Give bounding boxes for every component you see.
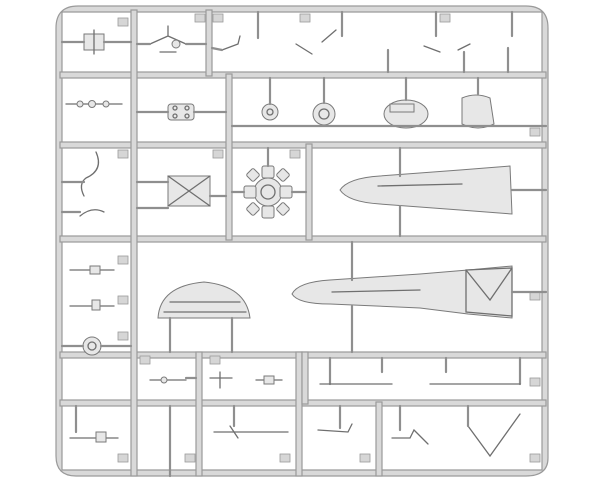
row1-parts xyxy=(60,10,514,74)
row3-parts xyxy=(60,146,548,238)
part-number-tags xyxy=(117,13,541,463)
outer-frame-rail xyxy=(55,5,549,477)
row4-parts xyxy=(60,240,548,356)
row5-parts xyxy=(149,356,522,389)
fuselage-half-upper xyxy=(339,165,513,215)
fuselage-half-lower xyxy=(291,265,513,319)
row2-parts xyxy=(65,76,548,129)
canopy-dome xyxy=(157,281,251,319)
row6-parts xyxy=(69,404,521,478)
radial-engine-part xyxy=(243,165,293,219)
